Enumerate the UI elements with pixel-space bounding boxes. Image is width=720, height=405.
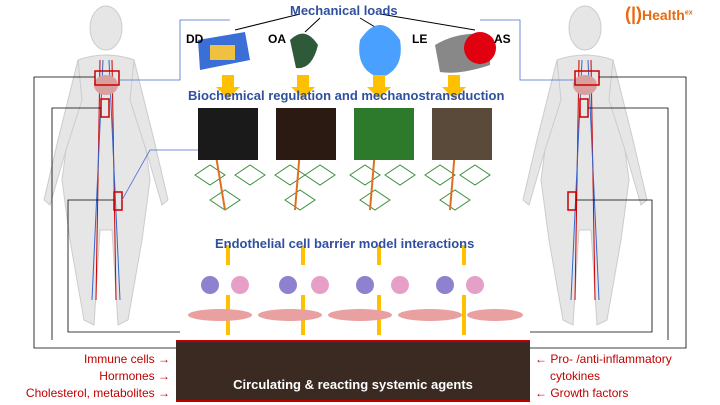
systemic-agents-title: Circulating & reacting systemic agents <box>233 377 473 392</box>
as-cell-image <box>432 108 492 160</box>
load-label-dd: DD <box>186 32 204 46</box>
oa-cell-image <box>276 108 336 160</box>
right-body-figure <box>522 5 648 326</box>
right-agent-growth: ← Growth factors <box>535 386 629 400</box>
immune-cells <box>201 276 484 294</box>
le-cell-image <box>354 108 414 160</box>
signaling-networks <box>194 164 491 211</box>
healthex-logo: (|)Healthex <box>625 4 693 24</box>
down-arrows <box>216 75 466 99</box>
left-agent-cholesterol: Cholesterol, metabolites → <box>25 386 170 400</box>
connector-lines <box>33 76 687 349</box>
biochemical-title: Biochemical regulation and mechanostrans… <box>188 88 505 103</box>
endothelial-title: Endothelial cell barrier model interacti… <box>215 236 475 251</box>
right-agent-cytokines-2: cytokines <box>550 369 601 383</box>
endothelial-layer <box>188 309 523 321</box>
left-agent-immune: Immune cells → <box>83 352 170 366</box>
systemic-agents-bar <box>176 340 530 402</box>
right-agent-cytokines: ← Pro- /anti-inflammatory <box>535 352 672 366</box>
mechanical-loads-title: Mechanical loads <box>290 3 398 18</box>
le-load-image <box>359 25 401 78</box>
oa-load-image <box>290 33 318 69</box>
load-label-oa: OA <box>268 32 286 46</box>
dd-cell-image <box>198 108 258 160</box>
load-label-le: LE <box>412 32 428 46</box>
left-body-figure <box>43 5 169 326</box>
left-agent-hormones: Hormones → <box>99 369 170 383</box>
load-label-as: AS <box>494 32 511 46</box>
